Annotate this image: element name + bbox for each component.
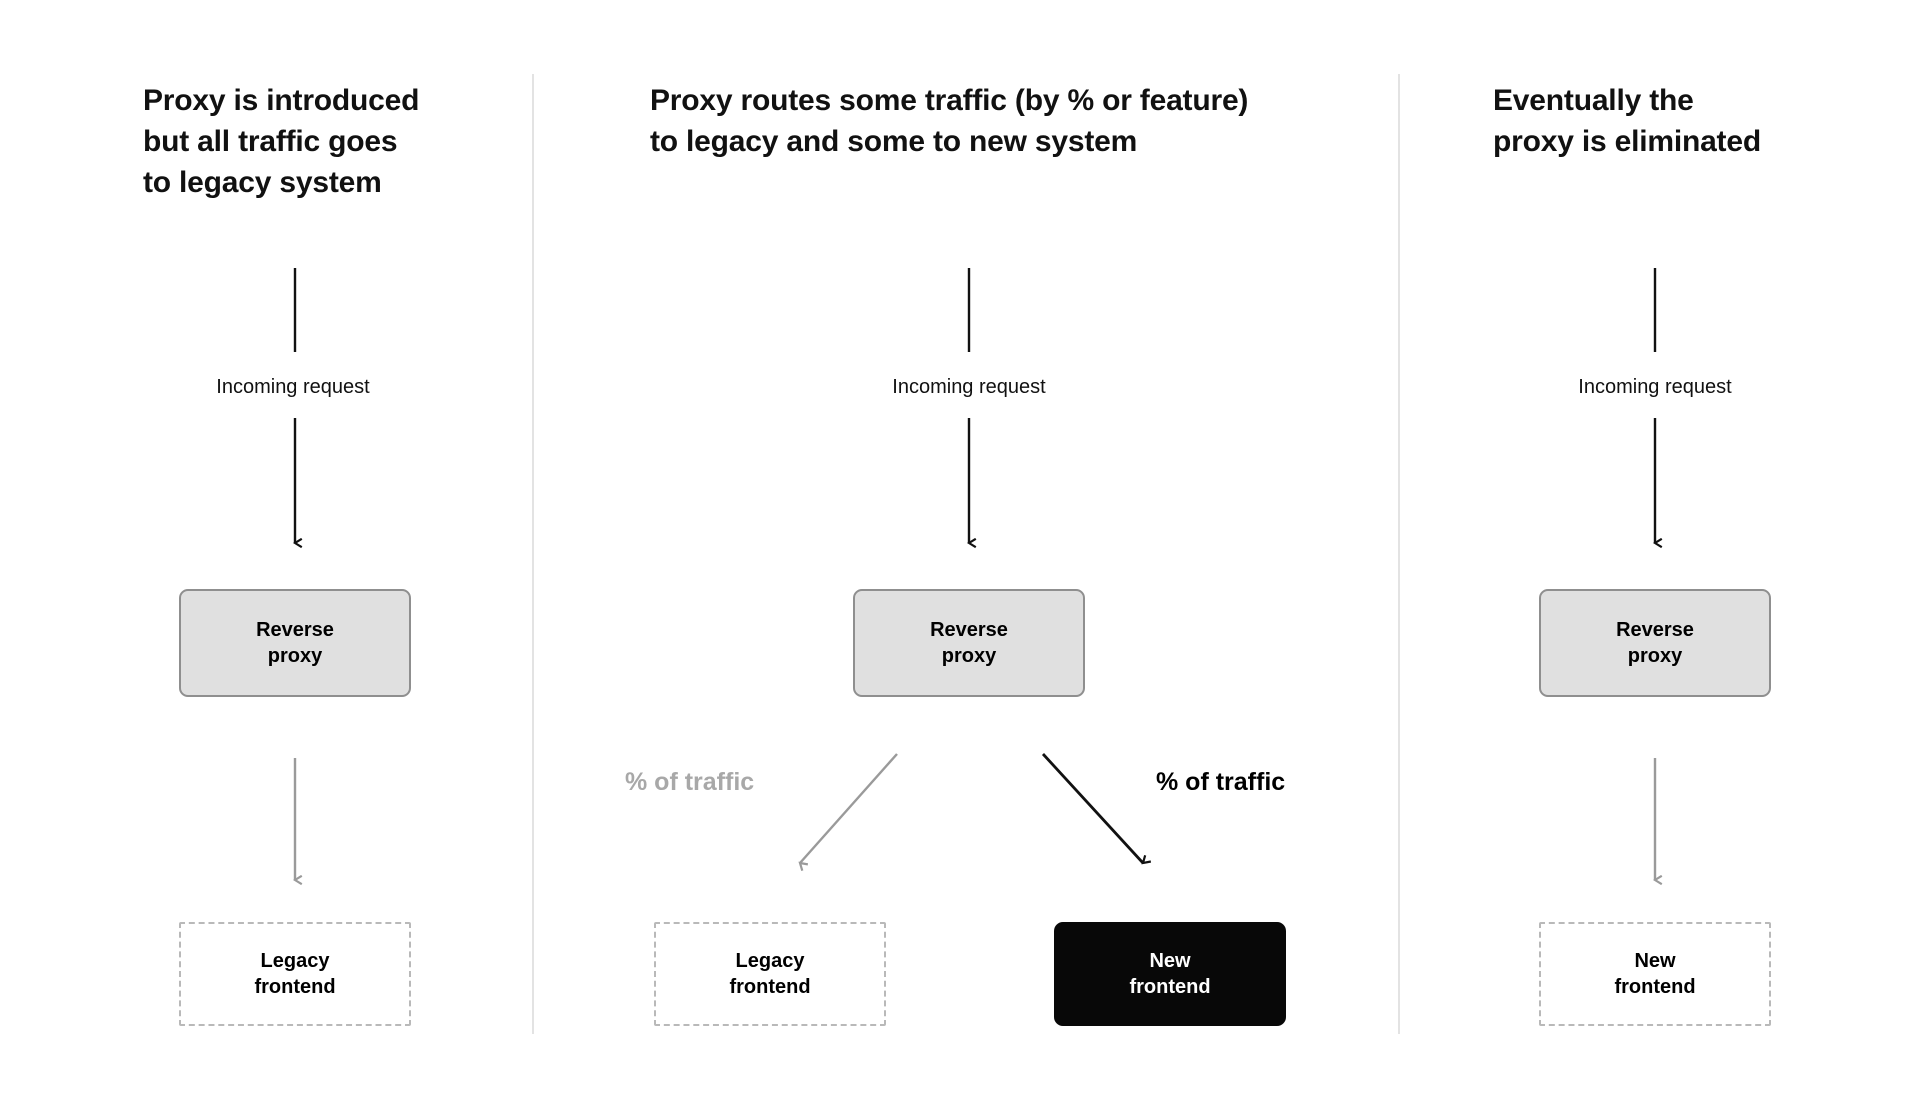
column-1-legacy-frontend-node[interactable]: Legacy frontend: [179, 922, 411, 1026]
column-2-reverse-proxy-node[interactable]: Reverse proxy: [853, 589, 1085, 697]
column-2-new-frontend-node[interactable]: New frontend: [1054, 922, 1286, 1026]
column-3-heading: Eventually the proxy is eliminated: [1493, 84, 1761, 158]
column-1-incoming-request-label: Incoming request: [216, 376, 370, 398]
column-1-reverse-proxy-node[interactable]: Reverse proxy: [179, 589, 411, 697]
column-2-legacy-traffic-label: % of traffic: [625, 768, 755, 796]
stage-column-3: Eventually the proxy is eliminated Incom…: [1400, 0, 1920, 1104]
column-3-reverse-proxy-node[interactable]: Reverse proxy: [1539, 589, 1771, 697]
column-2-new-traffic-label: % of traffic: [1156, 768, 1286, 796]
column-3-incoming-request-label: Incoming request: [1578, 376, 1732, 398]
column-3-new-frontend-node[interactable]: New frontend: [1539, 922, 1771, 1026]
column-1-heading: Proxy is introduced but all traffic goes…: [143, 84, 420, 199]
column-divider-2: [1398, 74, 1400, 1034]
column-2-legacy-frontend-node[interactable]: Legacy frontend: [654, 922, 886, 1026]
column-2-incoming-request-label: Incoming request: [892, 376, 1046, 398]
stage-column-2: Proxy routes some traffic (by % or featu…: [534, 0, 1398, 1104]
column-2-heading: Proxy routes some traffic (by % or featu…: [650, 84, 1249, 158]
stage-column-1: Proxy is introduced but all traffic goes…: [0, 0, 532, 1104]
column-divider-1: [532, 74, 534, 1034]
